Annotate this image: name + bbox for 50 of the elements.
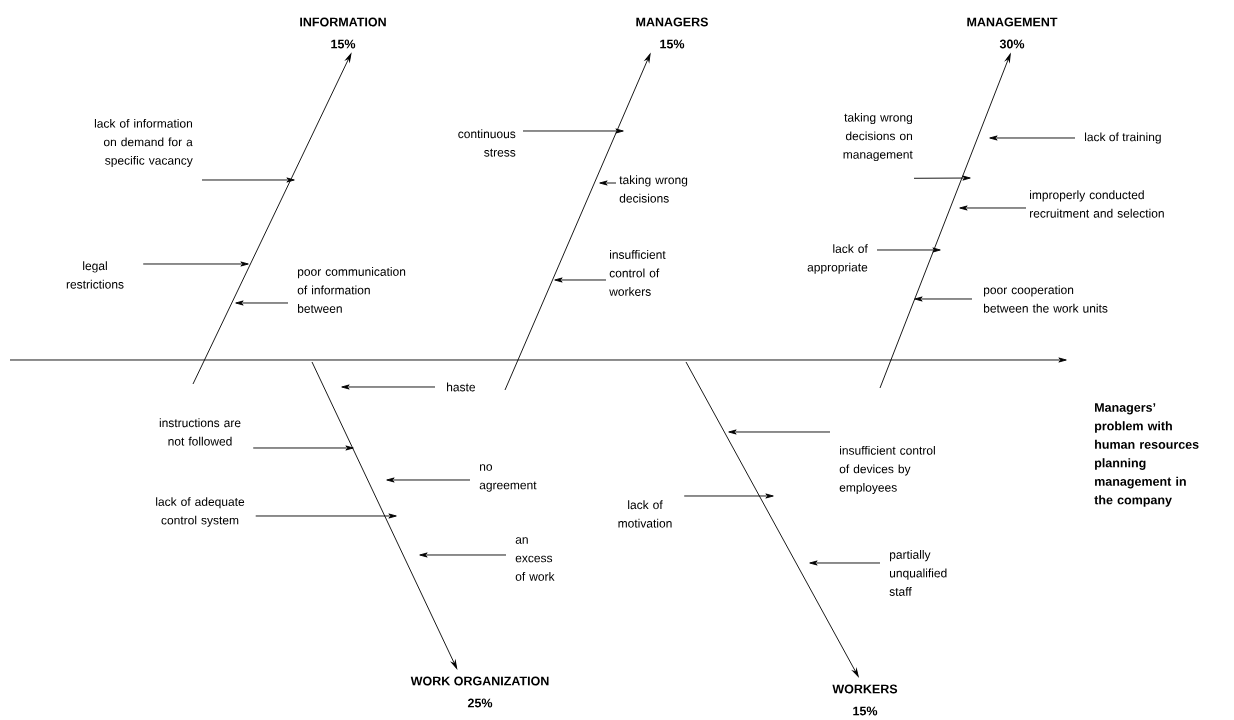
cause-label: insufficient control of devices by employees: [839, 445, 935, 495]
cause-arrow: [959, 205, 1027, 211]
category-label: INFORMATION 15%: [300, 17, 386, 49]
cause-label: haste: [447, 382, 475, 392]
cause-label: partially unqualified staff: [889, 550, 947, 596]
cause-arrow: [913, 175, 971, 181]
category-label: WORK ORGANIZATION 25%: [410, 676, 549, 708]
cause-label: lack of motivation: [618, 500, 672, 528]
cause-arrow: [683, 493, 774, 499]
cause-arrow: [728, 429, 831, 435]
cause-arrow: [419, 552, 507, 558]
cause-label: taking wrong decisions on management: [843, 112, 913, 162]
bone-arrow: [311, 361, 458, 669]
bone-arrow: [504, 53, 651, 391]
cause-label: taking wrong decisions: [619, 175, 688, 203]
cause-arrow: [914, 296, 973, 302]
cause-label: lack of information on demand for a specific vacancy: [94, 118, 193, 168]
cause-arrow: [142, 261, 249, 267]
cause-label: improperly conducted recruitment and selection: [1030, 190, 1164, 218]
cause-arrow: [989, 135, 1076, 141]
cause-arrow: [386, 477, 471, 483]
cause-label: lack of adequate control system: [156, 497, 245, 527]
cause-label: lack of appropriate: [807, 244, 868, 274]
cause-label: poor cooperation between the work units: [983, 285, 1108, 313]
cause-arrow: [235, 300, 289, 306]
cause-arrow: [599, 180, 617, 186]
cause-arrow: [201, 177, 295, 183]
category-label: MANAGERS 15%: [636, 17, 708, 49]
cause-arrow: [522, 128, 624, 134]
cause-label: an excess of work: [515, 537, 555, 581]
cause-label: poor communication of information between: [297, 267, 406, 313]
cause-label: no agreement: [479, 464, 537, 492]
cause-label: lack of training: [1085, 132, 1161, 144]
cause-arrow: [554, 277, 607, 283]
bone-arrow: [192, 53, 352, 385]
cause-arrow: [876, 247, 941, 253]
cause-label: insufficient control of workers: [609, 250, 666, 296]
cause-arrow: [252, 445, 354, 451]
category-label: WORKERS 15%: [832, 684, 898, 716]
cause-arrow: [341, 384, 436, 390]
bone-arrow: [879, 53, 1011, 389]
cause-arrow: [809, 560, 881, 566]
bone-arrow: [685, 361, 859, 678]
cause-label: continuous stress: [458, 129, 516, 157]
cause-label: legal restrictions: [66, 261, 124, 289]
category-label: MANAGEMENT 30%: [967, 17, 1058, 49]
spine-arrow: [9, 357, 1067, 363]
effect-label: Managers’ problem with human resources planning management in the company: [1094, 403, 1199, 507]
cause-arrow: [255, 513, 397, 519]
cause-label: instructions are not followed: [159, 418, 241, 446]
